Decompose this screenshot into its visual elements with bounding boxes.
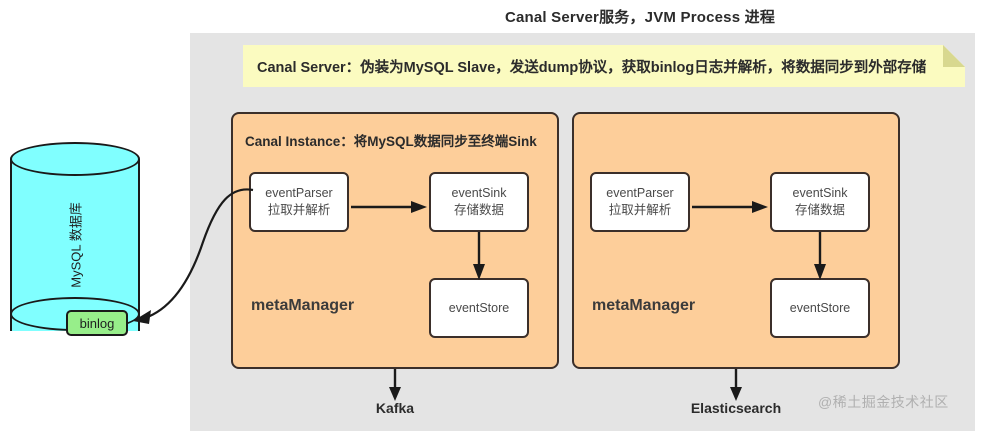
output-label-elasticsearch: Elasticsearch xyxy=(690,400,782,416)
node-event-parser-2-line2: 拉取并解析 xyxy=(608,203,672,217)
canal-instance-1-title: Canal Instance：将MySQL数据同步至终端Sink xyxy=(245,134,537,149)
node-event-store-1-line1: eventStore xyxy=(448,300,510,315)
canal-server-note: Canal Server：伪装为MySQL Slave，发送dump协议，获取b… xyxy=(243,45,965,87)
mysql-database-cylinder: MySQL 数据库 xyxy=(10,142,140,348)
arrow-parser-to-sink-2-icon xyxy=(692,201,768,213)
node-event-store-2-line1: eventStore xyxy=(789,300,851,315)
binlog-label: binlog xyxy=(79,315,115,331)
node-event-sink-2: eventSink 存储数据 xyxy=(770,172,870,232)
arrow-to-kafka-icon xyxy=(389,369,401,401)
mysql-database-label: MySQL 数据库 xyxy=(68,202,84,288)
meta-manager-label-1: metaManager xyxy=(251,297,355,314)
node-event-parser-1-line1: eventParser xyxy=(265,186,333,201)
canal-server-note-text: Canal Server：伪装为MySQL Slave，发送dump协议，获取b… xyxy=(257,59,927,76)
output-label-kafka: Kafka xyxy=(375,400,415,416)
watermark: @稀土掘金技术社区 xyxy=(818,394,949,410)
cylinder-top-ellipse xyxy=(10,142,140,176)
node-event-sink-1-line1: eventSink xyxy=(451,186,507,201)
node-event-sink-2-line2: 存储数据 xyxy=(794,203,845,217)
node-event-sink-2-line1: eventSink xyxy=(792,186,848,201)
node-event-parser-2: eventParser 拉取并解析 xyxy=(590,172,690,232)
node-event-sink-1: eventSink 存储数据 xyxy=(429,172,529,232)
canal-instance-2: eventParser 拉取并解析 eventSink 存储数据 eventSt… xyxy=(572,112,900,369)
node-event-sink-1-line2: 存储数据 xyxy=(453,203,504,217)
node-event-parser-2-line1: eventParser xyxy=(606,186,674,201)
binlog-box: binlog xyxy=(66,310,128,336)
node-event-parser-1-line2: 拉取并解析 xyxy=(267,203,331,217)
arrow-to-elasticsearch-icon xyxy=(730,369,742,401)
node-event-parser-1: eventParser 拉取并解析 xyxy=(249,172,349,232)
arrow-parser-to-sink-1-icon xyxy=(351,201,427,213)
page-title: Canal Server服务，JVM Process 进程 xyxy=(504,9,776,26)
meta-manager-label-2: metaManager xyxy=(592,297,696,314)
node-event-store-1: eventStore xyxy=(429,278,529,338)
arrow-sink-to-store-1-icon xyxy=(473,232,485,280)
arrow-parser-to-binlog-icon xyxy=(133,188,254,324)
arrow-sink-to-store-2-icon xyxy=(814,232,826,280)
canal-instance-1: Canal Instance：将MySQL数据同步至终端Sink eventPa… xyxy=(231,112,559,369)
node-event-store-2: eventStore xyxy=(770,278,870,338)
